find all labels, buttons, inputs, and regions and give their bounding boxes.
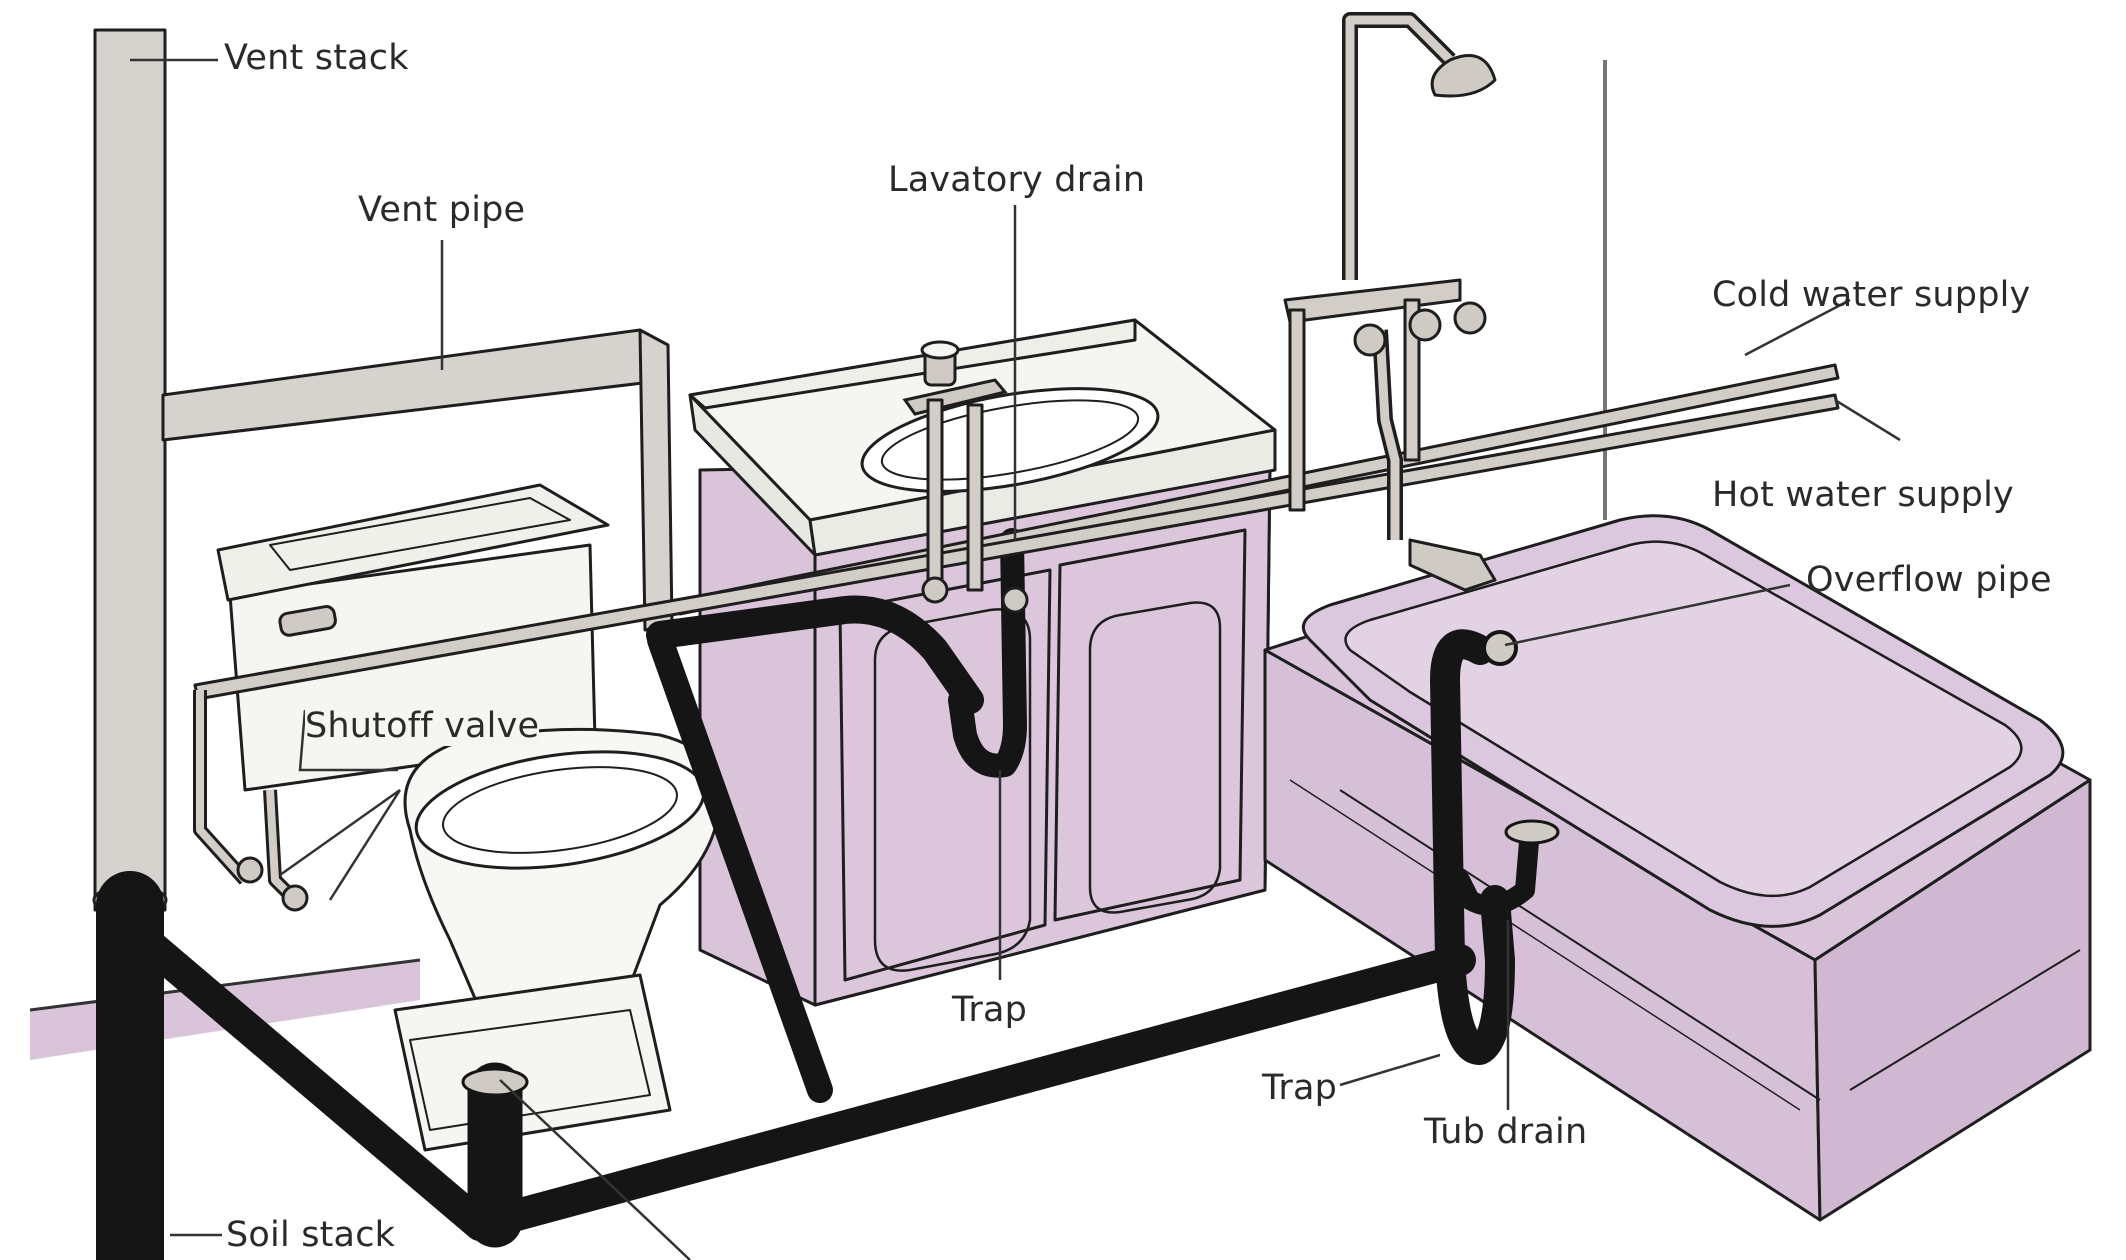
overflow-plate [1484,632,1516,664]
shower-riser [1350,20,1450,280]
label-shutoff-valve: Shutoff valve [305,706,539,746]
label-lavatory-drain: Lavatory drain [888,160,1145,200]
label-hot-water-supply: Hot water supply [1712,475,2014,515]
label-trap-tub: Trap [1262,1068,1337,1108]
toilet-flange-cap [463,1069,527,1095]
label-overflow-pipe: Overflow pipe [1806,560,2052,600]
label-cold-water-supply: Cold water supply [1712,275,2030,315]
label-vent-stack: Vent stack [224,38,409,78]
shutoff-valve-1 [238,858,262,882]
vent-pipe-vertical [640,330,672,630]
vent-stack-pipe [95,30,165,910]
shutoff-valve-2 [283,886,307,910]
tub-drain-cap [1506,821,1558,843]
bathtub [1265,516,2090,1220]
label-tub-drain: Tub drain [1424,1112,1587,1152]
toilet-base [395,975,670,1150]
label-trap-lavatory: Trap [952,990,1027,1030]
label-soil-stack: Soil stack [226,1215,395,1255]
label-vent-pipe: Vent pipe [358,190,525,230]
vent-pipe-horizontal [163,330,668,440]
